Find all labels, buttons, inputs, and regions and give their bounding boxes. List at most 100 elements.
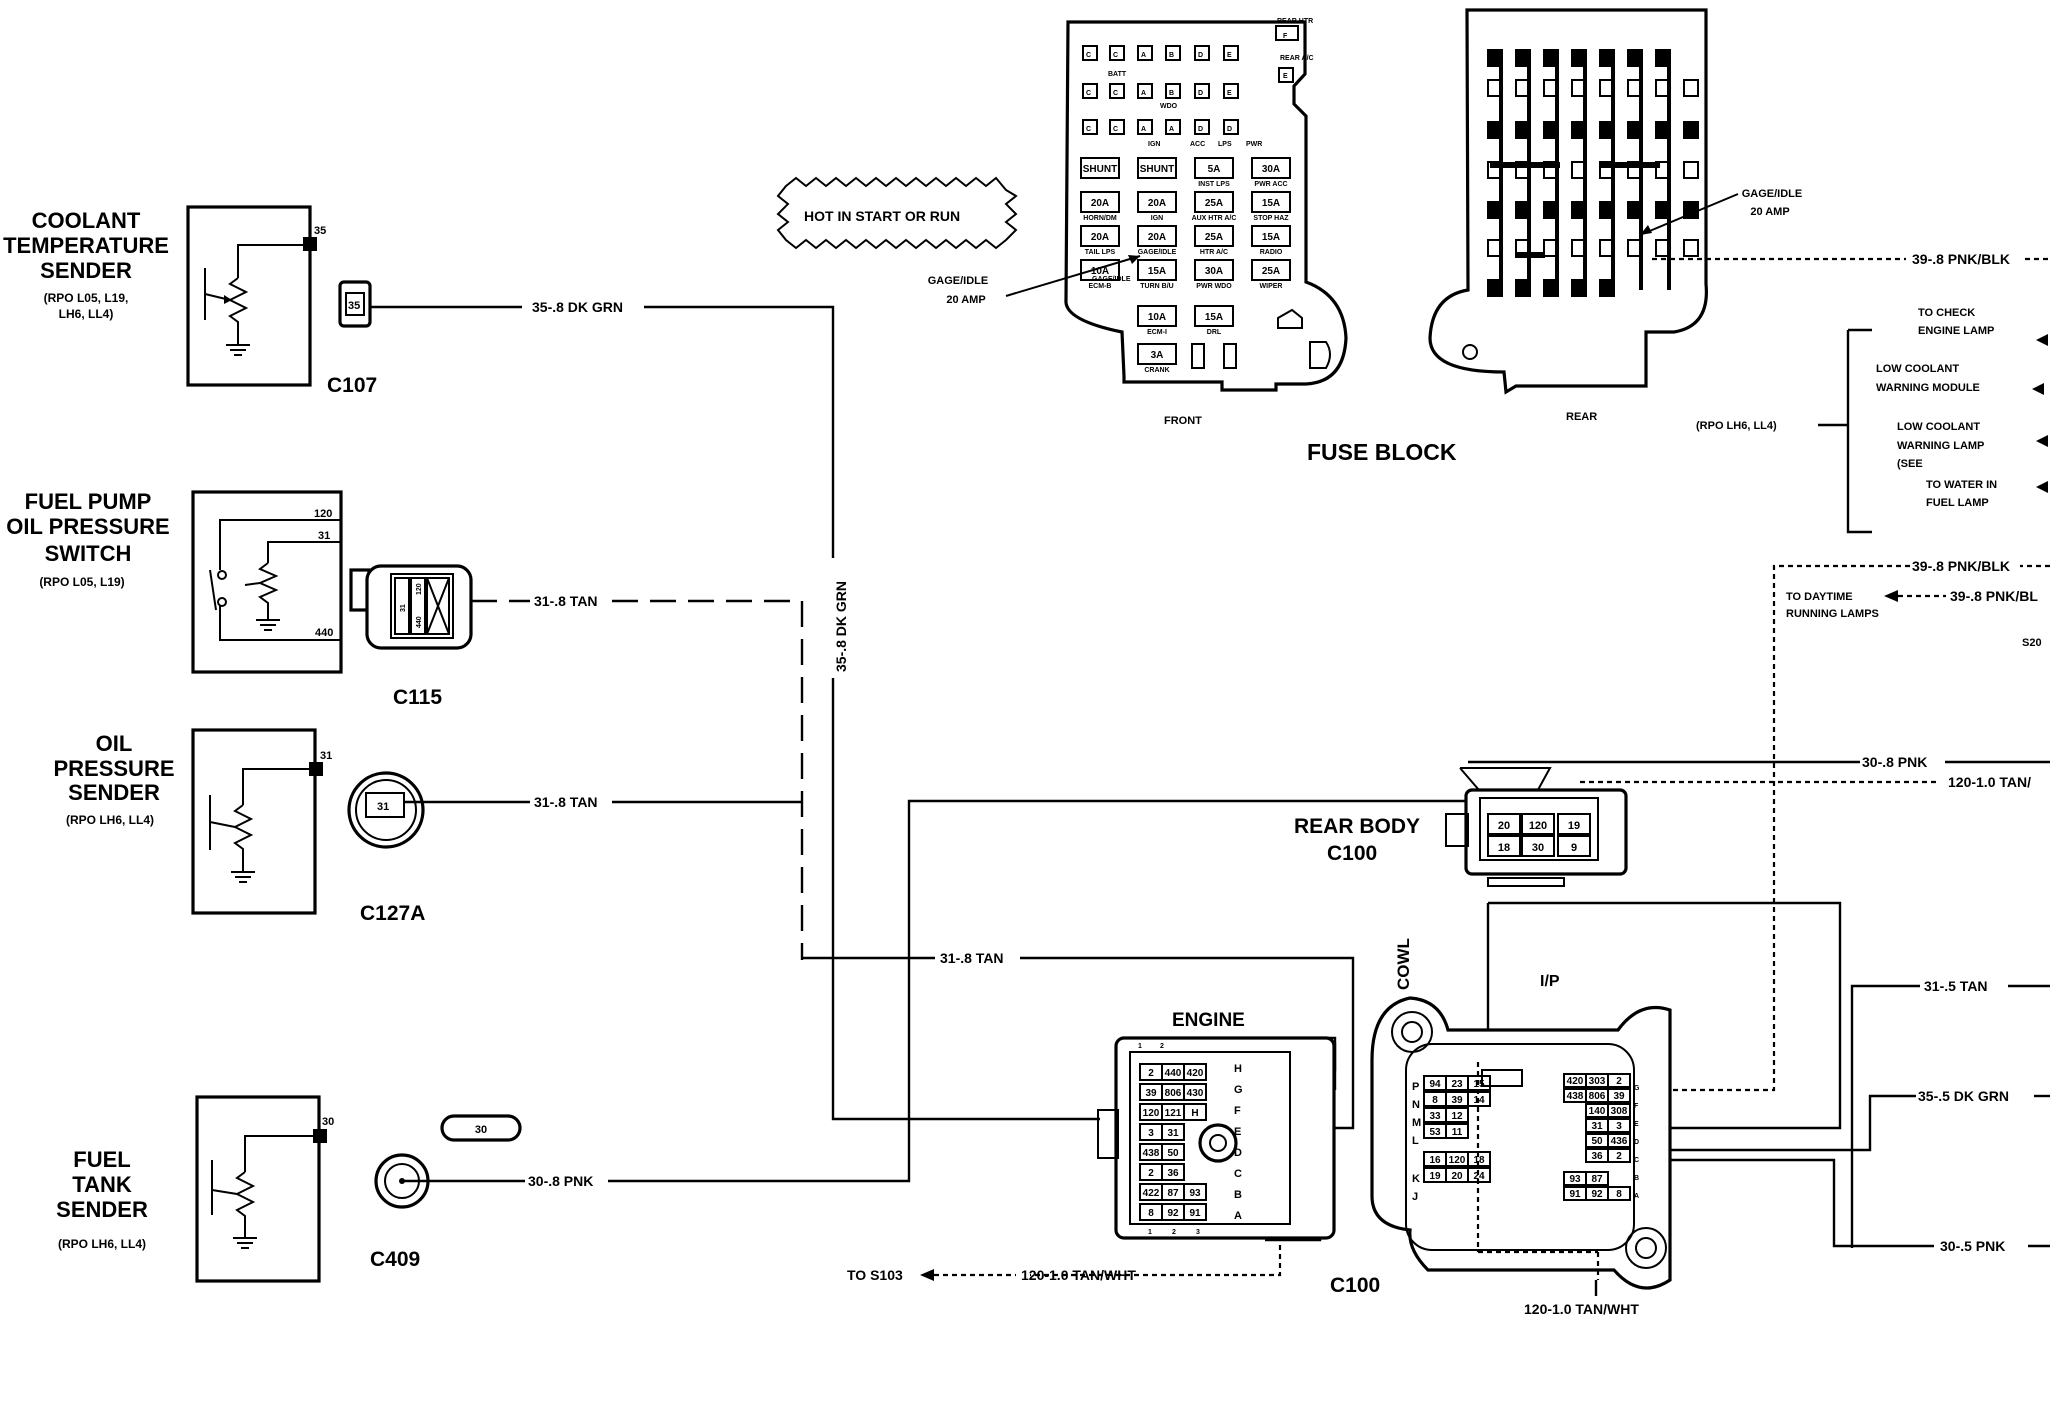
fuse-name: HORN/DM [1083, 215, 1117, 222]
ip-left-letter: J [1412, 1191, 1418, 1203]
ip-right-letter: F [1634, 1103, 1639, 1110]
c127a-connector [347, 771, 425, 849]
fuse-front-lps: LPS [1218, 141, 1232, 148]
fueltank-terminal [313, 1129, 327, 1143]
fuse-name: IGN [1151, 215, 1163, 222]
wire-39b-label: 39-.8 PNK/BLK [1912, 558, 2010, 574]
wire-31-c127a-label: 31-.8 TAN [534, 794, 598, 810]
fuse-letter-box [1223, 83, 1239, 99]
ip-center-slot [1481, 1069, 1523, 1087]
fuse-letter: C [1113, 126, 1118, 133]
fuse-letter-box [1082, 83, 1098, 99]
fueltank-rpo: (RPO LH6, LL4) [58, 1237, 146, 1251]
fuse-name: TAIL LPS [1085, 249, 1116, 256]
fuelpump-contact-2 [217, 597, 227, 607]
ip-bolt-bottom-inner [1635, 1237, 1657, 1259]
ip-left-letter: N [1412, 1099, 1420, 1111]
fuelpump-resistor [257, 562, 279, 620]
fuse-letter-box [1223, 119, 1239, 135]
fuse-name: STOP HAZ [1253, 215, 1289, 222]
coolant-title-2: TEMPERATURE [3, 233, 169, 258]
rear-stud [1462, 344, 1478, 360]
coolant-wiper-arrow [224, 295, 232, 304]
rear-body-cell-text: 18 [1498, 842, 1510, 854]
c107-cavity [345, 292, 365, 316]
ip-cell-text: 31 [1591, 1121, 1603, 1132]
fuse-letter: A [1141, 90, 1146, 97]
fuelpump-contact-arm [209, 569, 217, 611]
fuse-cell [1137, 259, 1177, 281]
coolant-lead [237, 244, 303, 278]
ip-left-letter: L [1412, 1135, 1419, 1147]
ip-cell-text: 39 [1613, 1091, 1625, 1102]
wire-30-rear-label: 30-.8 PNK [1862, 754, 1927, 770]
engine-cell-text: 3 [1148, 1128, 1154, 1139]
fuelpump-pin-120: 120 [314, 508, 332, 520]
daytime-1: TO DAYTIME [1786, 591, 1853, 603]
engine-letter: C [1234, 1168, 1242, 1180]
ip-cell-text: 303 [1589, 1076, 1606, 1087]
ip-left-letter: M [1412, 1117, 1421, 1129]
wire-30-label: 30-.8 PNK [528, 1173, 593, 1189]
engine-top-1: 1 [1138, 1043, 1142, 1050]
fuel-pump-oil-pressure-switch: FUEL PUMP OIL PRESSURE SWITCH (RPO L05, … [6, 489, 473, 709]
engine-cell-text: 50 [1167, 1148, 1179, 1159]
wire-35-b [644, 305, 835, 558]
c115-cav-3 [426, 577, 450, 635]
oilpress-pin: 31 [320, 750, 332, 762]
rear-body-cell-text: 30 [1532, 842, 1544, 854]
right-arrow-4 [2036, 481, 2048, 493]
fuse-value: 15A [1262, 232, 1280, 243]
fuse-cell [1080, 157, 1120, 179]
fuse-value: 10A [1091, 266, 1109, 277]
fuse-letter: D [1198, 90, 1203, 97]
engine-bot-1: 1 [1148, 1229, 1152, 1236]
fuse-front-batt: BATT [1108, 71, 1127, 78]
fuse-letter-box [1194, 45, 1210, 61]
oilpress-resistor [232, 804, 254, 872]
coolant-sender-body [186, 205, 312, 387]
fuse-value: 30A [1205, 266, 1223, 277]
ip-cell-text: 15 [1473, 1079, 1485, 1090]
fuelpump-switch-body [191, 490, 343, 674]
engine-cell-text: 93 [1189, 1188, 1201, 1199]
fuse-letter: C [1113, 52, 1118, 59]
wire-39b-dashed [1628, 564, 1910, 1092]
ip-left-letter: P [1412, 1081, 1419, 1093]
fuse-letter-box [1223, 45, 1239, 61]
fuse-front-slot-1 [1191, 343, 1205, 369]
engine-letter: G [1234, 1084, 1243, 1096]
ip-bolt-top [1391, 1011, 1433, 1053]
fuse-front-label: FRONT [1164, 415, 1202, 427]
right-item-1-a: TO CHECK [1918, 307, 1975, 319]
fuse-name: CRANK [1144, 367, 1169, 374]
coolant-title-3: SENDER [40, 258, 132, 283]
fuse-cell [1194, 157, 1234, 179]
hot-starburst [776, 176, 1018, 250]
fuse-cell [1194, 225, 1234, 247]
cowl-label: COWL [1394, 938, 1413, 990]
fuse-letter-box [1137, 119, 1153, 135]
engine-cell [1183, 1103, 1207, 1121]
to-s103-arrow [920, 1269, 934, 1281]
right-item-4-a: TO WATER IN [1926, 479, 1997, 491]
fueltank-wiper [211, 1189, 238, 1195]
ip-cell [1585, 1171, 1609, 1186]
fuse-value: 30A [1262, 164, 1280, 175]
engine-cell [1161, 1143, 1185, 1161]
ip-cell-text: 16 [1429, 1155, 1441, 1166]
engine-letter: D [1234, 1147, 1242, 1159]
fuse-front-rear-htr-box [1275, 25, 1299, 41]
engine-letter: E [1234, 1126, 1241, 1138]
fuse-front-gage-tag: GAGE/IDLE [1092, 276, 1131, 283]
ip-cell-text: 19 [1429, 1171, 1441, 1182]
c409-pin: 30 [475, 1124, 487, 1136]
engine-cell-text: 91 [1189, 1208, 1201, 1219]
ip-c100-label: C100 [1330, 1274, 1380, 1297]
fuse-name: PWR WDO [1196, 283, 1232, 290]
